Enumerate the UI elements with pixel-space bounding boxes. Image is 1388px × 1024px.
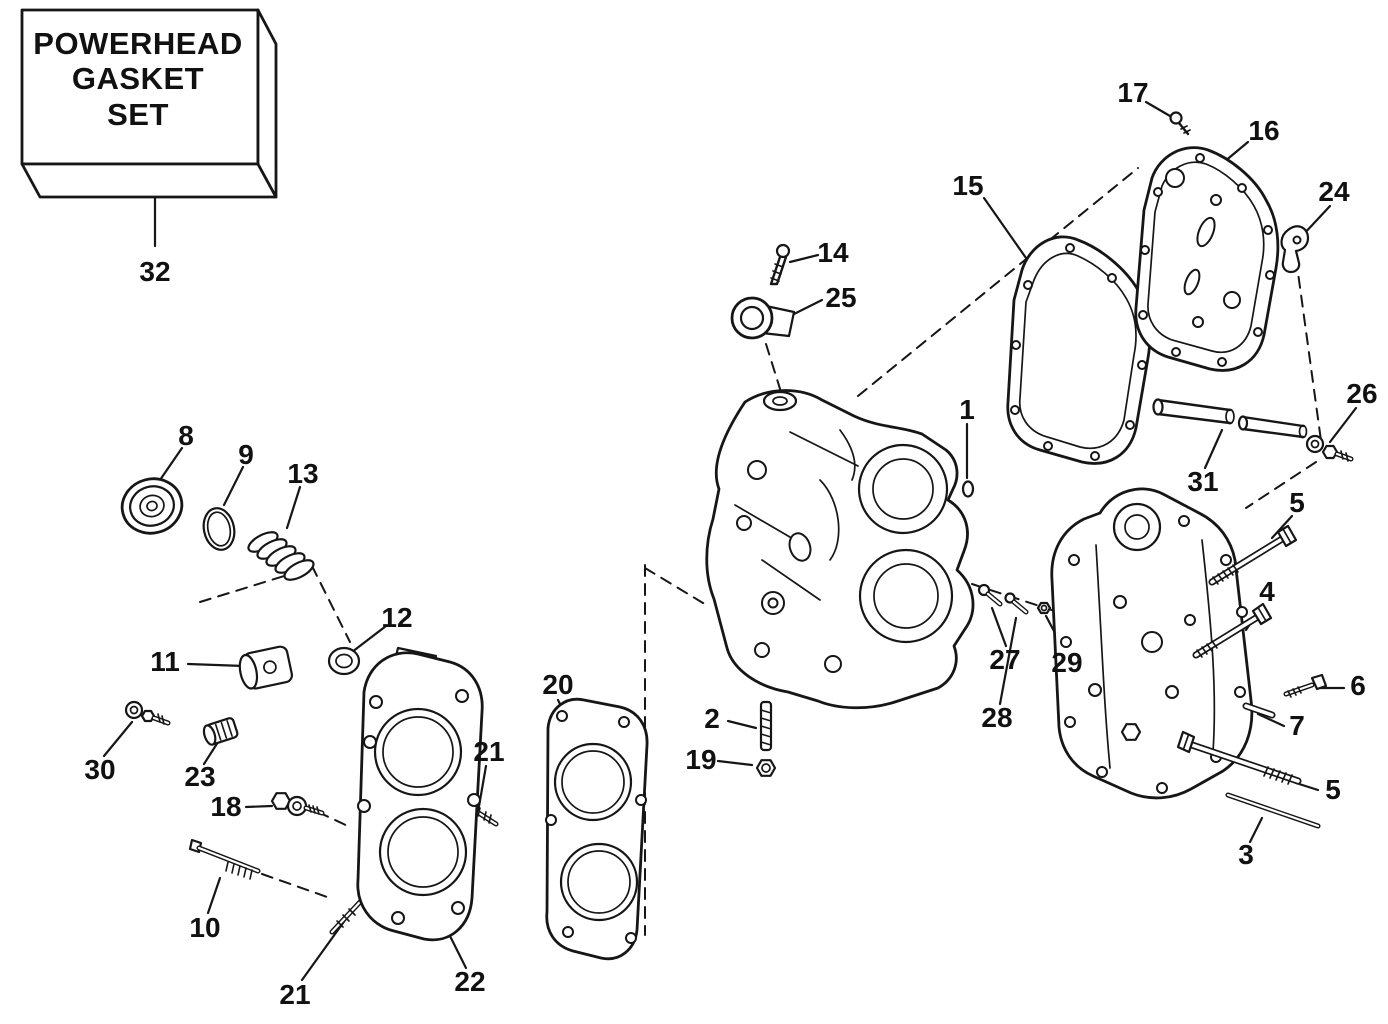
cylinder-head: [329, 646, 499, 942]
callout-19: 19: [685, 744, 717, 775]
callout-12: 12: [381, 602, 413, 633]
thermostat-valve-18: [270, 792, 325, 817]
callout-13: 13: [287, 458, 319, 489]
seal-12: [327, 646, 361, 676]
bolt-10: [188, 838, 261, 880]
exhaust-cover: [1134, 146, 1280, 372]
callout-31: 31: [1187, 466, 1219, 497]
callout-6: 6: [1350, 670, 1366, 701]
callout-18: 18: [210, 791, 242, 822]
callout-22: 22: [454, 966, 486, 997]
gasket-set-box: [20, 8, 278, 199]
gasket-set-line2: GASKET: [71, 61, 205, 97]
thermostat-cap-8: [120, 477, 184, 535]
callout-8: 8: [178, 420, 194, 451]
callout-26: 26: [1346, 378, 1378, 409]
callout-27: 27: [989, 644, 1021, 675]
callout-4: 4: [1259, 576, 1275, 607]
gasket-set-line1: POWERHEAD: [33, 26, 243, 61]
gasket-set-box-label: POWERHEAD GASKET SET: [30, 26, 246, 132]
callout-28: 28: [981, 702, 1013, 733]
cylinder-block: [705, 389, 975, 710]
nut-29: [1036, 601, 1052, 615]
thermostat-cup-11: [238, 645, 294, 690]
exhaust-inner-gasket: [1006, 235, 1152, 465]
callout-3: 3: [1238, 839, 1254, 870]
dowel-1: [961, 480, 975, 498]
callout-16: 16: [1248, 115, 1280, 146]
screw-27: [977, 583, 1003, 607]
screw-17: [1169, 111, 1191, 136]
callout-24: 24: [1318, 176, 1350, 207]
rod-3: [1225, 792, 1321, 829]
callout-21-lower: 21: [279, 979, 311, 1010]
callout-29: 29: [1051, 647, 1083, 678]
o-ring-9: [202, 507, 236, 551]
callout-2: 2: [704, 703, 720, 734]
callout-10: 10: [189, 912, 221, 943]
callout-7: 7: [1289, 710, 1305, 741]
bolt-5-lower: [1176, 730, 1302, 785]
valve-26: [1305, 434, 1354, 462]
fitting-30: [124, 700, 171, 726]
callout-9: 9: [238, 439, 254, 470]
callout-15: 15: [952, 170, 984, 201]
callout-32: 32: [139, 256, 171, 287]
pin-7: [1242, 702, 1276, 719]
screw-6: [1283, 673, 1328, 698]
screw-14: [769, 243, 791, 286]
callout-25: 25: [825, 282, 857, 313]
callout-30: 30: [84, 754, 116, 785]
bolt-4: [1192, 602, 1273, 659]
screw-28: [1004, 592, 1029, 615]
plug-23: [202, 717, 239, 746]
callout-21-upper: 21: [473, 736, 505, 767]
callout-23: 23: [184, 761, 216, 792]
callout-11: 11: [150, 646, 180, 677]
callout-5-lower: 5: [1325, 774, 1341, 805]
callout-17: 17: [1117, 77, 1149, 108]
lifting-eye-25: [730, 296, 796, 340]
bolt-5-upper: [1208, 524, 1298, 586]
head-gasket: [545, 697, 649, 961]
callout-1: 1: [959, 394, 975, 425]
callout-20: 20: [542, 669, 574, 700]
callout-5-upper: 5: [1289, 487, 1305, 518]
clamp-24: [1280, 225, 1310, 274]
spring-13: [247, 531, 315, 581]
water-tubes-31: [1152, 398, 1308, 439]
stud-2: [759, 700, 773, 752]
alignment-lines: [199, 167, 1323, 936]
gasket-set-line3: SET: [107, 96, 169, 132]
nut-19: [755, 759, 777, 777]
stud-21-lower: [329, 899, 363, 935]
callout-14: 14: [817, 237, 849, 268]
